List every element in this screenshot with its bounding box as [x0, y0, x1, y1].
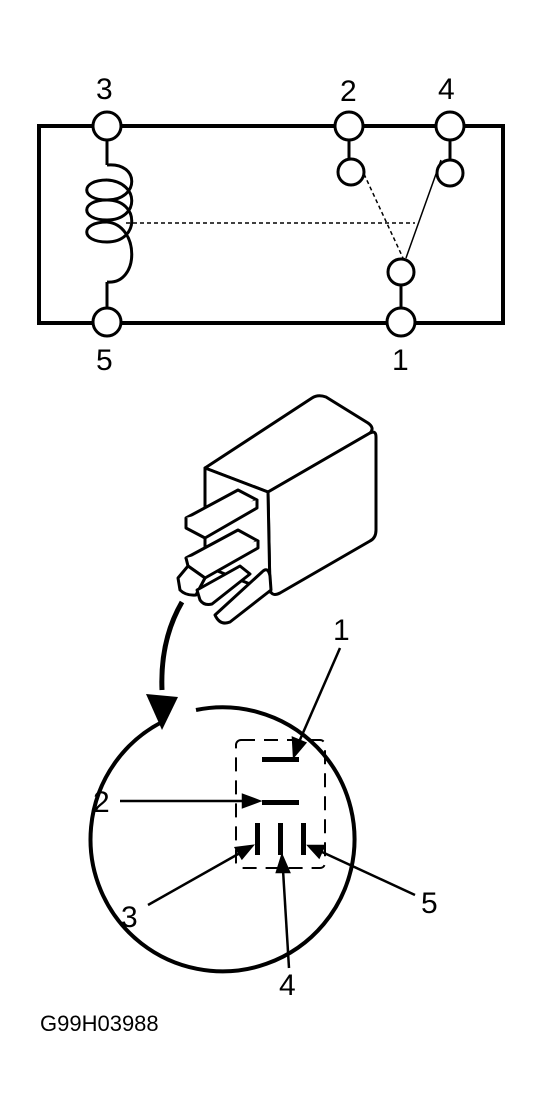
- terminal-4-node: [434, 110, 466, 142]
- view-circle: [88, 705, 357, 974]
- pin-4-label: 4: [279, 969, 296, 1002]
- pin-2-arrowhead: [241, 793, 263, 809]
- schematic-housing: [37, 124, 505, 325]
- terminal-2-node: [333, 110, 365, 142]
- pin-2-blade: [262, 800, 299, 805]
- terminal-3-node: [91, 110, 123, 142]
- pin-4-arrowhead: [275, 852, 291, 874]
- relay-schematic: 3 2 4 5 1: [37, 73, 505, 377]
- pin-3-label: 3: [121, 901, 138, 934]
- pin-1-blade: [262, 757, 299, 762]
- connector-outline: [235, 739, 326, 869]
- relay-body-illustration: [176, 394, 378, 625]
- view-arrow: [146, 600, 185, 730]
- pin-1-label: 1: [333, 614, 350, 647]
- terminal-2-label: 2: [340, 75, 357, 108]
- relay-coil: [85, 140, 134, 310]
- pin-4-leader: [281, 869, 291, 969]
- terminal-5-node: [91, 306, 123, 338]
- pin-4-blade: [278, 823, 283, 855]
- pin-5-arrowhead: [306, 844, 326, 860]
- figure-code: G99H03988: [40, 1011, 159, 1036]
- pin-5-leader: [321, 850, 416, 897]
- relay-switch: [347, 140, 452, 310]
- terminal-1-label: 1: [392, 344, 409, 377]
- pin-2-label: 2: [93, 786, 110, 819]
- relay-terminal-upper-edge: [184, 500, 259, 540]
- nc-contact: [336, 157, 366, 187]
- relay-terminal-low-right: [213, 568, 273, 625]
- pin-3-blade: [255, 823, 260, 855]
- terminal-4-label: 4: [438, 73, 455, 106]
- terminal-1-node: [385, 306, 417, 338]
- terminal-5-label: 5: [96, 344, 113, 377]
- pin-3-arrowhead: [233, 844, 255, 861]
- pin-5-label: 5: [421, 887, 438, 920]
- pin-1-leader: [297, 647, 342, 743]
- relay-right-face: [266, 430, 378, 596]
- relay-terminal-low-center: [195, 564, 252, 606]
- pin-5-blade: [301, 823, 306, 855]
- common-contact: [386, 257, 416, 287]
- pin-3-leader: [147, 851, 241, 907]
- terminal-3-label: 3: [96, 73, 113, 106]
- pin-1-arrowhead: [291, 736, 308, 760]
- no-contact: [435, 158, 465, 188]
- connector-end-view: 1 2 3 4 5: [88, 614, 438, 1002]
